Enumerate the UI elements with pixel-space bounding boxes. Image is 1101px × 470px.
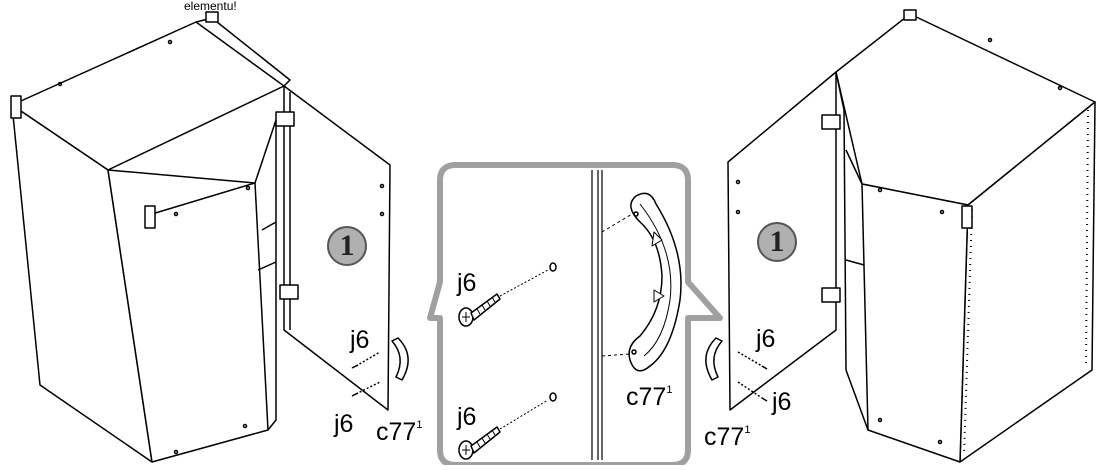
step-badge-left: 1 (327, 226, 367, 266)
handle-label-panel: c771 (626, 383, 673, 411)
screw-bottom (458, 392, 557, 460)
screw-label-right-bottom: j6 (772, 388, 792, 416)
handle-label-left: c771 (376, 418, 423, 446)
handle-large (601, 192, 682, 372)
left-cabinet (10, 11, 409, 463)
handle-label-right: c771 (704, 423, 751, 451)
screw-label-panel-top: j6 (457, 269, 477, 297)
step-badge-right: 1 (757, 222, 797, 262)
screw-label-left-top: j6 (350, 326, 370, 354)
top-note: elementu! (184, 0, 237, 13)
screw-top (458, 262, 557, 327)
detail-panel (427, 162, 723, 468)
right-cabinet (705, 9, 1096, 463)
screw-label-right-top: j6 (756, 325, 776, 353)
screw-label-panel-bottom: j6 (457, 403, 477, 431)
screw-label-left-bottom: j6 (334, 410, 354, 438)
